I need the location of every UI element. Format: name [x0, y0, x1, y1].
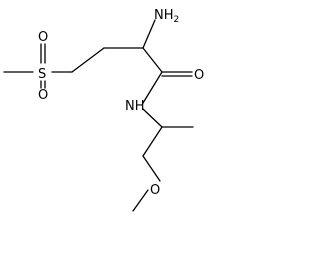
atom-labels: NH2 O S O O NH O — [38, 8, 204, 198]
molecule-structure: NH2 O S O O NH O — [3, 8, 204, 212]
bond-ether-oxygen-methyl — [132, 189, 149, 212]
sulfur-label: S — [38, 67, 46, 82]
bond-ch2-ether-oxygen — [142, 155, 161, 182]
sulfonyl-oxygen-bottom-label: O — [38, 88, 48, 103]
bond-carbonyl-amide-nitrogen — [142, 71, 163, 104]
amine-nitrogen-label: NH2 — [154, 8, 179, 25]
amide-nitrogen-label: NH — [125, 99, 145, 114]
bond-ch2-ch2 — [71, 47, 105, 73]
ether-oxygen-label: O — [150, 183, 160, 198]
bond-alpha-carbon-amine — [142, 19, 156, 49]
sulfonyl-oxygen-top-label: O — [38, 30, 48, 45]
bonds — [3, 19, 194, 212]
bond-amide-nitrogen-ch — [142, 108, 163, 128]
amine-nh-text: NH — [154, 8, 174, 23]
carbonyl-oxygen-label: O — [194, 68, 204, 83]
bond-alpha-carbon-carbonyl — [142, 47, 163, 73]
bond-ch-ch2 — [142, 126, 163, 157]
amine-h-count: 2 — [174, 15, 180, 25]
